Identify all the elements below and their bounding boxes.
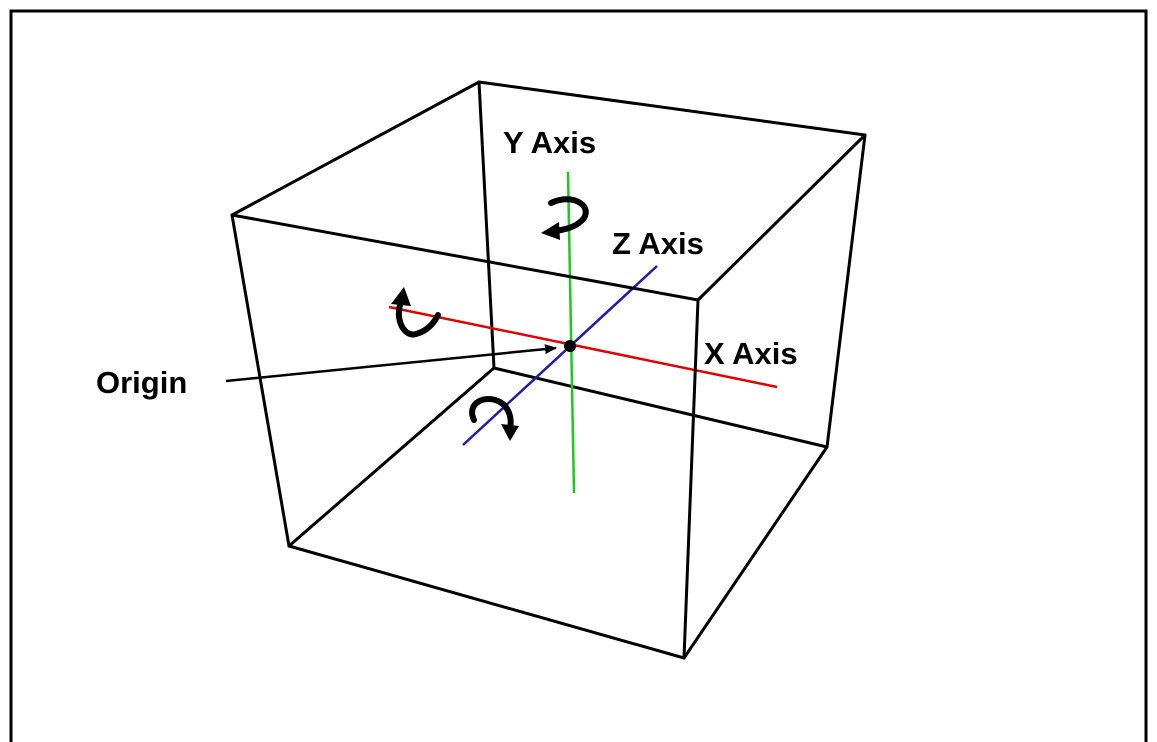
origin-pointer-arrow <box>225 344 557 383</box>
z-axis-label: Z Axis <box>612 226 704 261</box>
y-rotation-arrow-icon <box>541 196 589 240</box>
cube-back-edges <box>287 80 829 548</box>
origin-point <box>564 340 576 352</box>
z-rotation-arrow-icon <box>469 396 519 441</box>
image-border <box>9 9 1148 742</box>
cube-front-edges <box>230 80 867 660</box>
x-rotation-arrow-icon <box>391 287 441 338</box>
z-axis-line <box>462 265 658 446</box>
y-axis-label: Y Axis <box>503 125 596 160</box>
x-axis-line <box>388 305 778 389</box>
origin-label: Origin <box>96 365 187 400</box>
x-axis-label: X Axis <box>704 336 798 371</box>
y-axis-line <box>566 171 576 494</box>
